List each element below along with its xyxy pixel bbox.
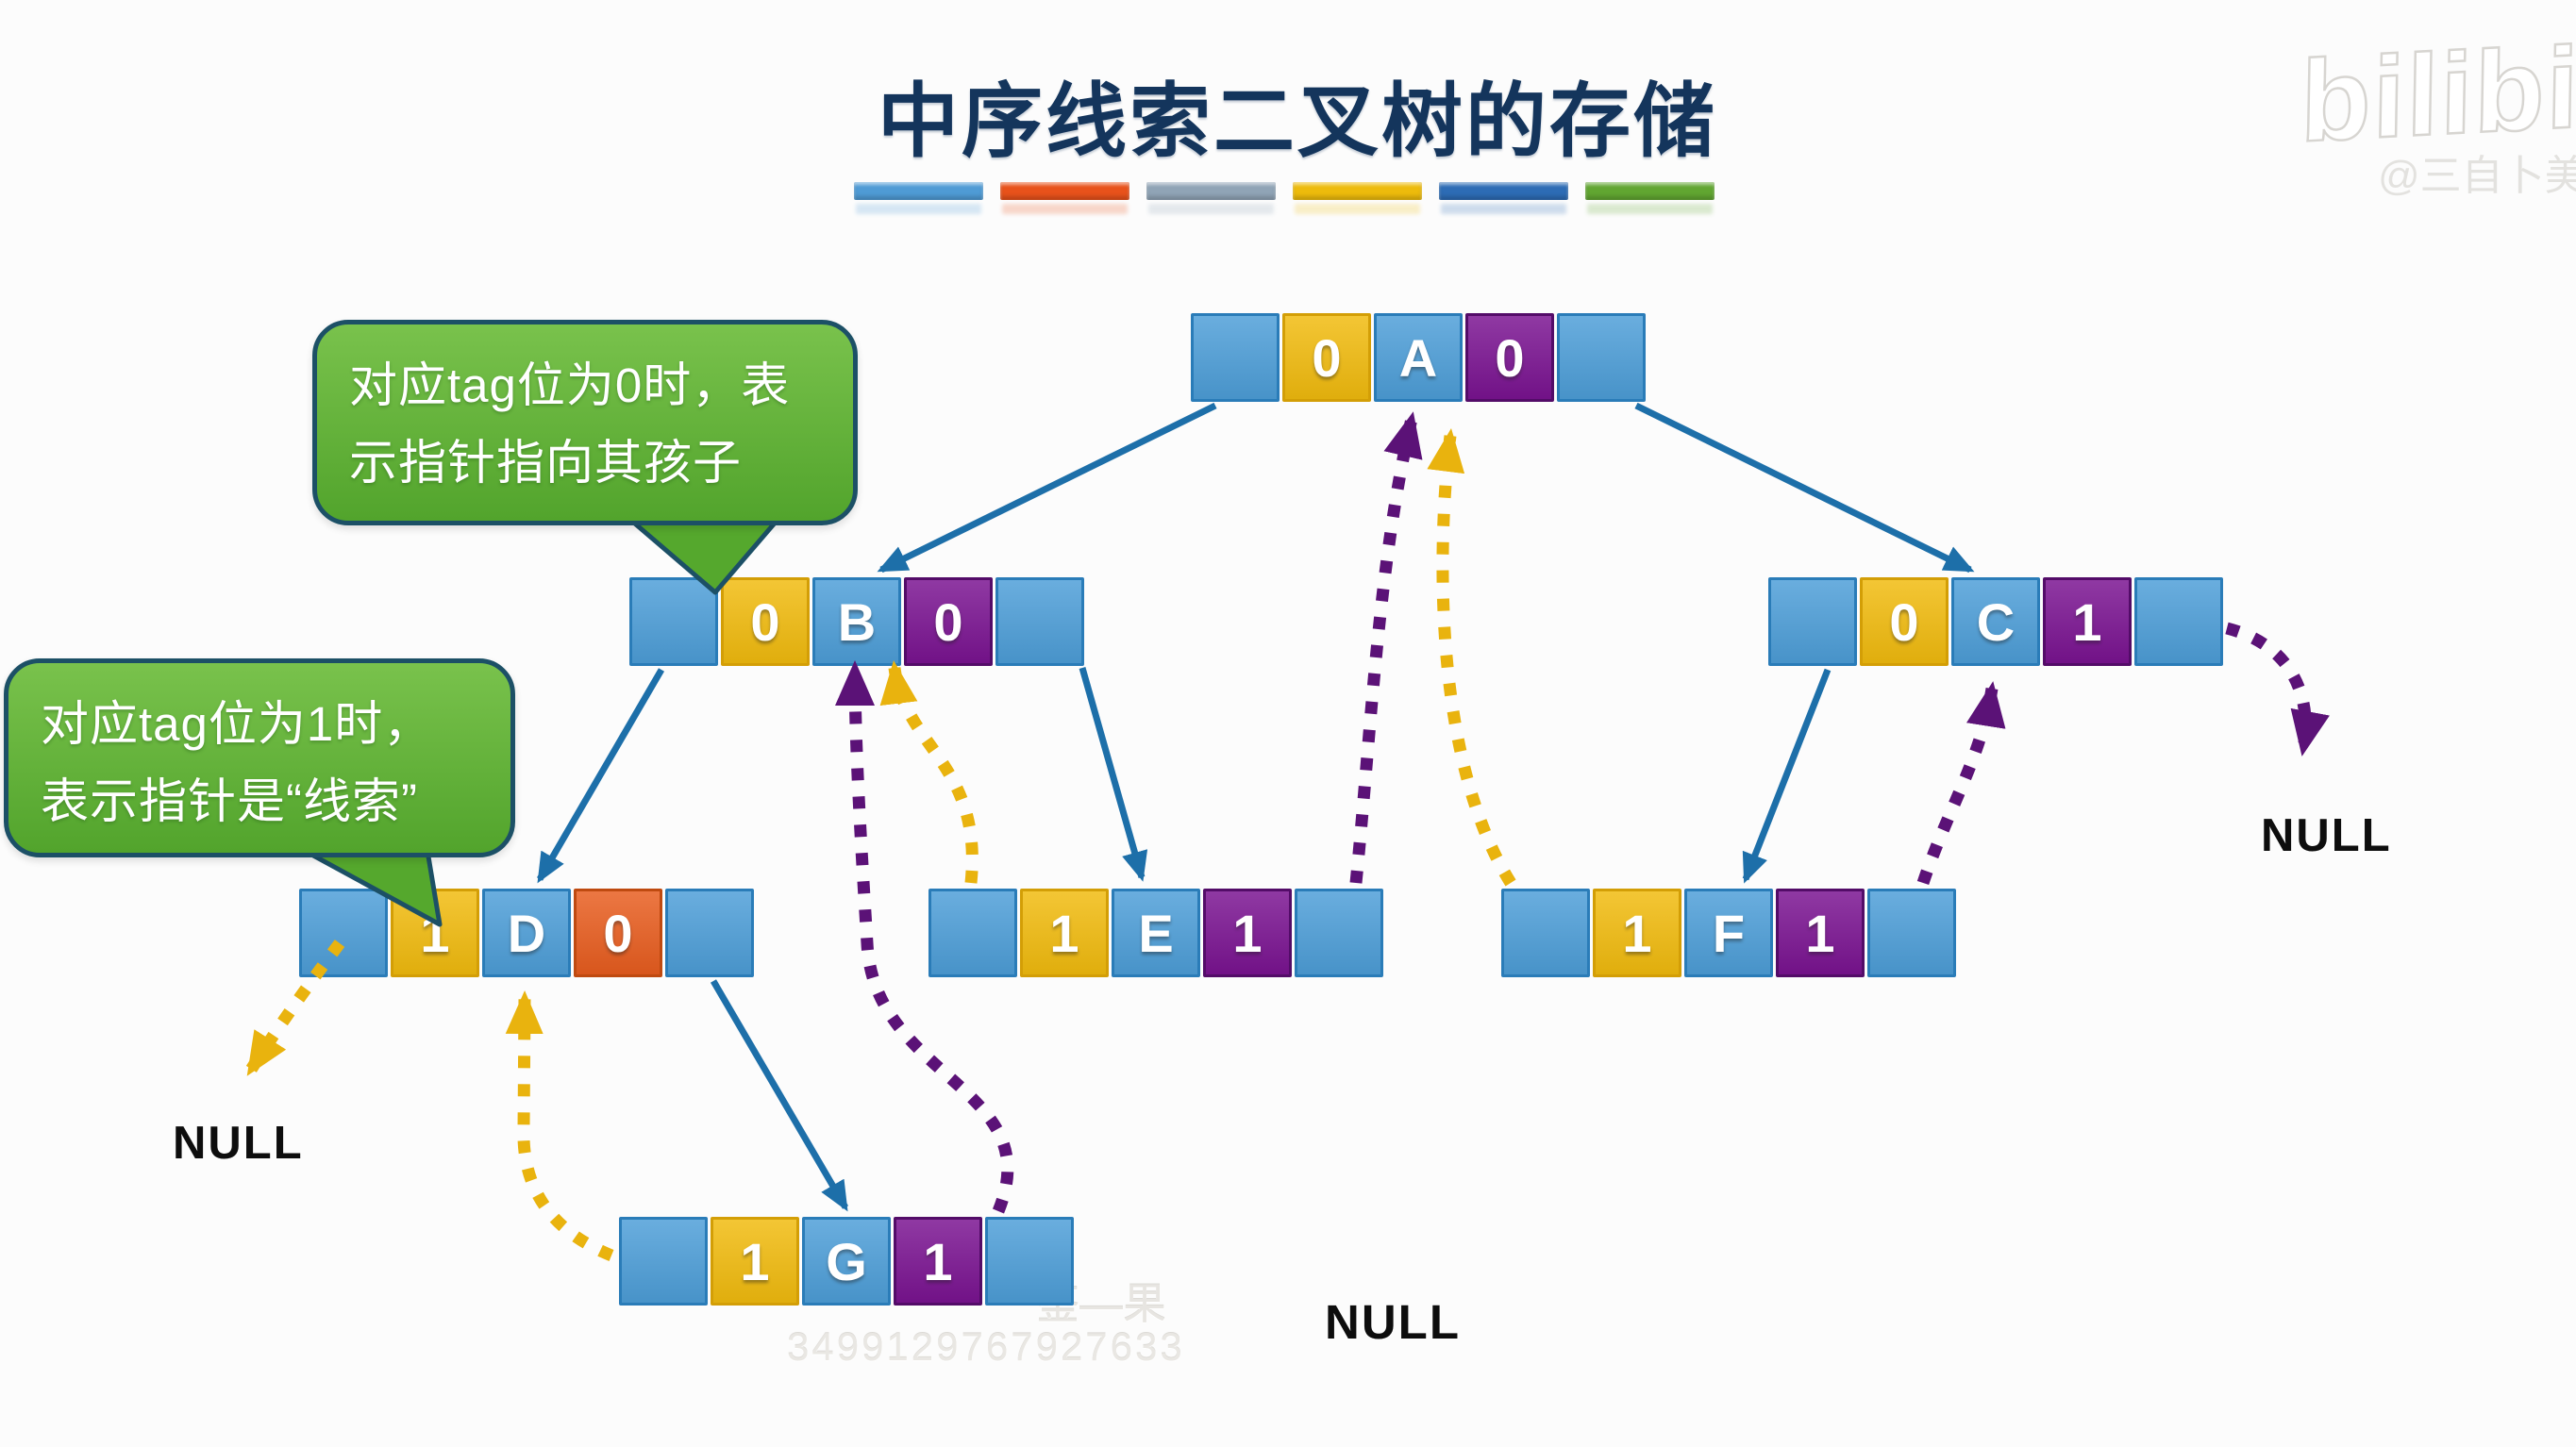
node-D-rtag: 0 [574,889,662,977]
node-D-rchild-pointer [665,889,754,977]
node-G-lchild-pointer [619,1217,708,1306]
node-E-data: E [1112,889,1200,977]
callout-tag1-line2: 表示指针是“线索” [41,773,418,828]
node-A-ltag: 0 [1282,313,1371,402]
node-A-rchild-pointer [1557,313,1646,402]
callout-tag0-line2: 示指针指向其孩子 [349,435,743,490]
node-C-rtag: 1 [2043,577,2132,666]
callout-tag1: 对应tag位为1时， 表示指针是“线索” [4,658,515,857]
node-B-rtag: 0 [904,577,993,666]
edge-A-lchild-B [877,402,1217,574]
node-C-lchild-pointer [1768,577,1857,666]
node-D-lchild-pointer [299,889,388,977]
node-B-lchild-pointer [629,577,718,666]
null-label-right: NULL [2261,810,2392,861]
page-title: 中序线索二叉树的存储 [878,76,1717,167]
callout-tag0-line1: 对应tag位为0时，表 [349,358,791,412]
edge-C-lchild-F [1742,668,1832,884]
node-C-data: C [1951,577,2040,666]
node-G-data: G [802,1217,891,1306]
node-C-ltag: 0 [1860,577,1949,666]
edge-G-pred-D [505,990,614,1262]
node-D-data: D [482,889,571,977]
node-A-rtag: 0 [1465,313,1554,402]
node-A-lchild-pointer [1191,313,1280,402]
node-G-ltag: 1 [711,1217,799,1306]
node-E-ltag: 1 [1020,889,1109,977]
node-E-rchild-pointer [1295,889,1383,977]
node-C-rchild-pointer [2134,577,2223,666]
title-underline-bars [854,182,1731,220]
title-underline-bar [1439,182,1568,200]
callout-tag0: 对应tag位为0时，表 示指针指向其孩子 [312,320,858,525]
edge-D-pred-null [245,940,345,1076]
serial-number-watermark: 3499129767927633 [787,1324,1185,1369]
edge-B-rchild-E [1079,667,1148,882]
edge-F-pred-A [1427,428,1516,887]
edge-A-rchild-C [1634,402,1975,574]
null-label-bottom: NULL [1325,1295,1461,1349]
edge-F-succ-C [1916,681,2006,886]
callout-tag1-line1: 对应tag位为1时， [41,697,433,751]
title-underline-bar [1000,182,1129,200]
node-F-lchild-pointer [1501,889,1590,977]
edge-G-succ-B [835,660,1014,1214]
node-B-rchild-pointer [995,577,1084,666]
node-F-rchild-pointer [1867,889,1956,977]
node-F-data: F [1684,889,1773,977]
title-underline-bar [854,182,983,200]
node-F-ltag: 1 [1593,889,1681,977]
node-F-rtag: 1 [1776,889,1865,977]
edge-E-pred-B [879,660,979,884]
edge-E-succ-A [1349,411,1423,884]
node-A-data: A [1374,313,1463,402]
node-B-data: B [812,577,901,666]
title-underline-bar [1146,182,1276,200]
uploader-handle-watermark: @三自卜美 [2378,153,2576,199]
title-underline-bar [1585,182,1715,200]
node-E-lchild-pointer [928,889,1017,977]
node-E-rtag: 1 [1203,889,1292,977]
node-G-rtag: 1 [894,1217,982,1306]
edge-D-rchild-G [710,979,849,1212]
node-G-rchild-pointer [985,1217,1074,1306]
null-label-left: NULL [173,1118,304,1169]
title-underline-bar [1293,182,1422,200]
node-B-ltag: 0 [721,577,810,666]
edge-C-succ-null [2225,622,2330,757]
edge-B-lchild-D [536,668,665,884]
